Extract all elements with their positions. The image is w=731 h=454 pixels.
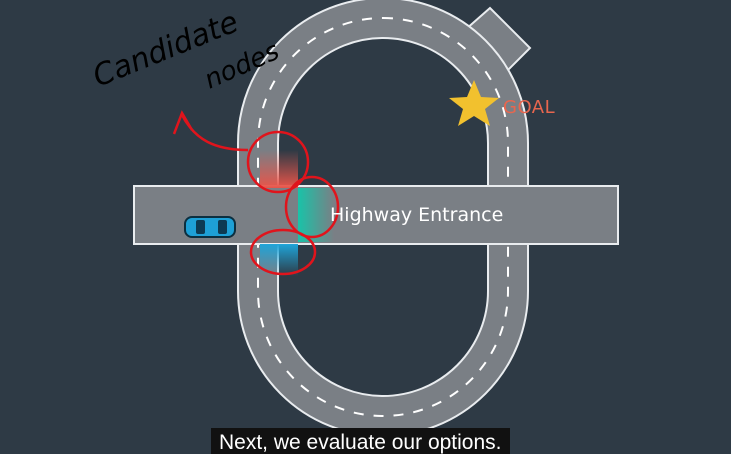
candidate-node-forward bbox=[298, 188, 334, 242]
candidate-node-up bbox=[260, 150, 298, 188]
candidate-annotation-circles bbox=[172, 110, 340, 276]
highway-entrance-label: Highway Entrance bbox=[330, 204, 504, 226]
annotation-circle-up bbox=[246, 130, 310, 194]
video-caption: Next, we evaluate our options. bbox=[211, 428, 510, 454]
annotation-circle-forward bbox=[284, 175, 340, 239]
annotation-arrowhead bbox=[172, 110, 194, 135]
goal-label: GOAL bbox=[503, 97, 556, 118]
annotation-circle-down bbox=[249, 228, 317, 276]
car-icon bbox=[184, 216, 236, 238]
goal-star-icon bbox=[449, 80, 499, 126]
